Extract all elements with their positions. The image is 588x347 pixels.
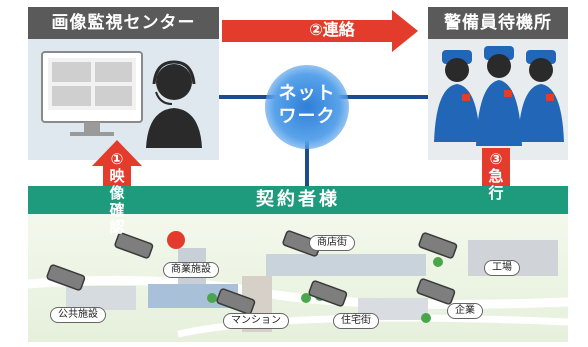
step1-char-1: ① [110,150,124,168]
place-mansion: マンション [223,313,289,329]
place-commercial: 商業施設 [163,262,219,278]
guard-left [434,50,480,142]
monitoring-center-title: 画像監視センター [28,7,219,39]
step1-char-5: 認 [109,218,125,236]
road-lower [177,314,568,338]
arrow-contact [222,10,418,52]
step3-char-3: 行 [488,184,504,202]
network-label: ネット ワーク [265,82,349,128]
network-circle [265,65,349,149]
place-residential: 住宅街 [333,313,379,329]
place-public: 公共施設 [50,307,106,323]
guard-right [518,50,564,142]
place-factory: 工場 [484,260,520,276]
sun-burst [167,231,185,249]
guards-icon [434,46,564,146]
step3-char-1: ③ [489,150,503,168]
guard-center [476,46,522,146]
cameras [46,230,458,315]
network-label-line2: ワーク [278,106,336,127]
step1-char-3: 像 [109,184,125,202]
shopping-street-buildings [266,254,426,276]
contract-band: 契約者様 [28,186,568,214]
guard-room-title: 警備員待機所 [428,7,568,39]
operator-monitor-icon [41,51,202,148]
place-company: 企業 [447,303,483,319]
step3-rush-label: ③ 急 行 [485,151,507,202]
step1-video-check-label: ① 映 像 確 認 [106,151,128,236]
step1-char-2: 映 [109,167,125,185]
step2-contact-label: ②連絡 [309,20,355,39]
step1-char-4: 確 [109,201,125,219]
network-label-line1: ネット [278,83,336,104]
step3-char-2: 急 [488,167,504,185]
place-shopping-street: 商店街 [309,235,355,251]
